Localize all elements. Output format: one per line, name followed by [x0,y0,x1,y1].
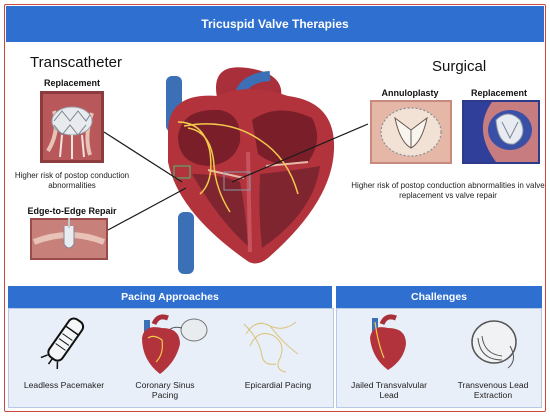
leadless-pacemaker-icon [40,314,88,370]
challenges-header: Challenges [336,286,542,308]
heart-cross-section-illustration [148,62,344,274]
challenges-item-label: Transvenous Lead Extraction [457,380,529,400]
coronary-sinus-heart-icon [134,314,210,376]
pacing-title: Pacing Approaches [121,291,219,303]
pacing-header: Pacing Approaches [8,286,332,308]
pacing-item-label: Leadless Pacemaker [23,380,105,390]
pacing-item-label: Coronary Sinus Pacing [135,380,195,400]
transcatheter-heading: Transcatheter [30,54,122,71]
challenges-item-label: Jailed Transvalvular Lead [351,380,427,400]
surgical-replacement-label: Replacement [470,88,528,98]
figure-border [4,4,546,412]
surgical-note: Higher risk of postop conduction abnorma… [351,181,545,200]
annuloplasty-label: Annuloplasty [381,88,439,98]
transcatheter-replacement-label: Replacement [43,78,101,88]
surgical-heading: Surgical [432,58,487,75]
transcatheter-replacement-note: Higher risk of postop conduction abnorma… [14,171,130,190]
surgical-replacement-image [462,100,540,164]
epicardial-leads-icon [240,314,304,374]
annuloplasty-image [370,100,452,164]
figure-title: Tricuspid Valve Therapies [201,17,349,31]
transcatheter-replacement-image [40,91,104,163]
jailed-lead-heart-icon [366,314,412,372]
title-bar: Tricuspid Valve Therapies [6,6,544,42]
challenges-title: Challenges [410,291,468,303]
transvenous-lead-icon [468,316,520,372]
edge-to-edge-label: Edge-to-Edge Repair [27,206,117,216]
edge-to-edge-image [30,218,108,260]
pacing-item-label: Epicardial Pacing [244,380,312,390]
